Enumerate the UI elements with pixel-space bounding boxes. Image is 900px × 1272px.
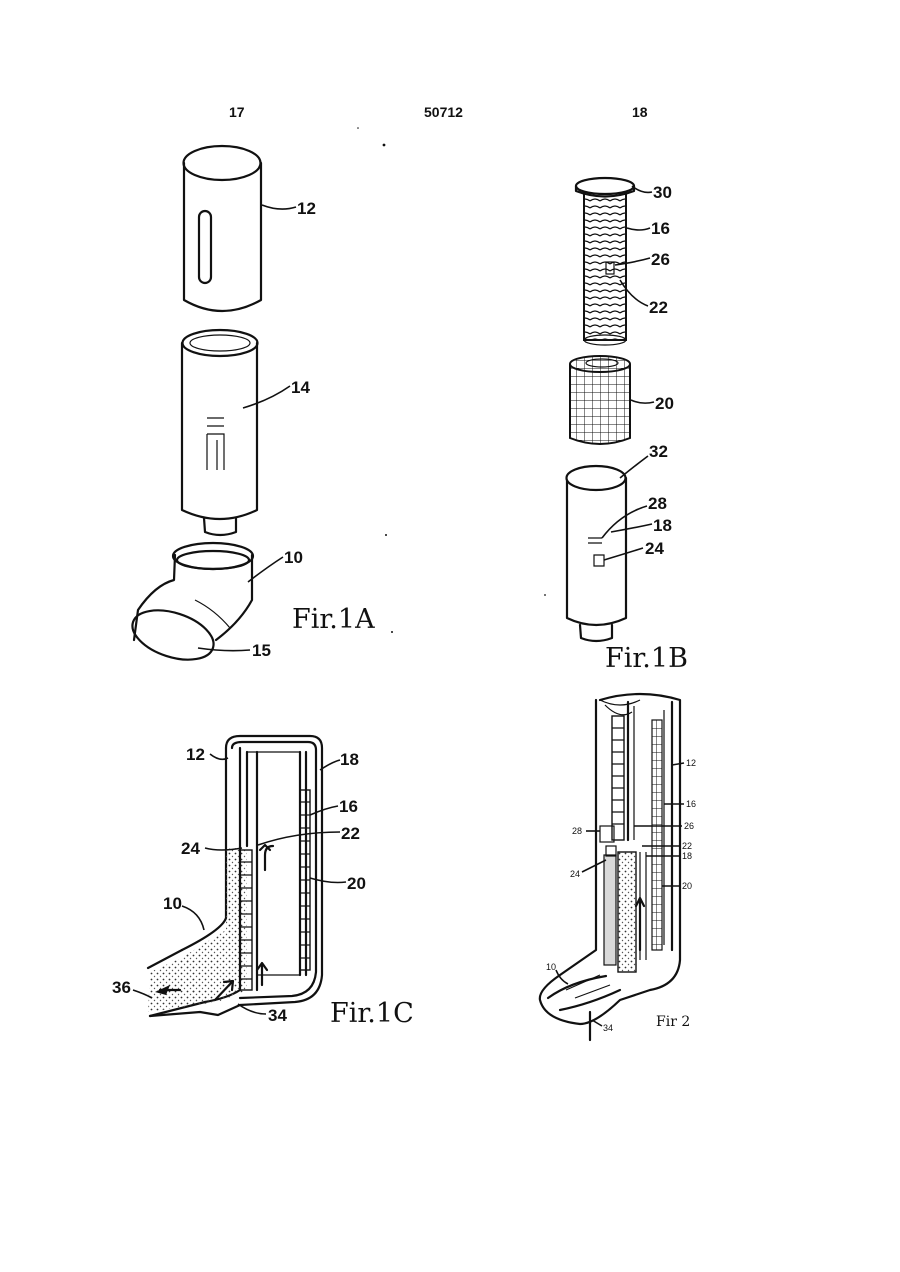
body-18 — [567, 466, 627, 641]
label-12: 12 — [297, 199, 316, 218]
caption-fig-2: Fir 2 — [656, 1014, 690, 1030]
cap-12 — [184, 146, 262, 311]
spiral-insert-16 — [576, 178, 634, 345]
label-1c-10: 10 — [163, 894, 182, 913]
label-16: 16 — [651, 219, 670, 238]
label-14: 14 — [291, 378, 310, 397]
label-1c-20: 20 — [347, 874, 366, 893]
figure-1b: 30 16 26 22 20 32 28 18 24 Fir.1B — [567, 178, 688, 674]
figure-1a: 12 14 10 15 Fir.1A — [126, 146, 375, 669]
figure-2: 12 16 26 28 22 18 24 20 10 34 Fir 2 — [540, 694, 696, 1040]
label-1c-12: 12 — [186, 745, 205, 764]
label-30: 30 — [653, 183, 672, 202]
label-2-12: 12 — [686, 758, 696, 768]
label-1c-36: 36 — [112, 978, 131, 997]
label-28: 28 — [648, 494, 667, 513]
figure-1c: 12 18 16 22 24 20 10 36 34 Fir.1C — [112, 736, 414, 1029]
label-2-20: 20 — [682, 881, 692, 891]
label-20: 20 — [655, 394, 674, 413]
label-1c-18: 18 — [340, 750, 359, 769]
label-2-28: 28 — [572, 826, 582, 836]
label-1c-16: 16 — [339, 797, 358, 816]
label-2-16: 16 — [686, 799, 696, 809]
label-2-18: 18 — [682, 851, 692, 861]
label-2-10: 10 — [546, 962, 556, 972]
label-2-26: 26 — [684, 821, 694, 831]
label-26: 26 — [651, 250, 670, 269]
fig2-spiral-column — [612, 716, 624, 840]
label-10: 10 — [284, 548, 303, 567]
label-32: 32 — [649, 442, 668, 461]
caption-fig-1c: Fir.1C — [330, 998, 414, 1029]
caption-fig-1a: Fir.1A — [292, 604, 375, 635]
label-22: 22 — [649, 298, 668, 317]
label-2-22: 22 — [682, 841, 692, 851]
label-18: 18 — [653, 516, 672, 535]
label-1c-34: 34 — [268, 1006, 287, 1025]
label-2-34: 34 — [603, 1023, 613, 1033]
scan-specks — [357, 127, 546, 633]
canister-14 — [182, 330, 258, 535]
label-24: 24 — [645, 539, 664, 558]
label-2-24: 24 — [570, 869, 580, 879]
label-1c-22: 22 — [341, 824, 360, 843]
label-15: 15 — [252, 641, 271, 660]
filter-sheet-20 — [570, 356, 630, 444]
label-1c-24: 24 — [181, 839, 200, 858]
caption-fig-1b: Fir.1B — [605, 643, 688, 674]
